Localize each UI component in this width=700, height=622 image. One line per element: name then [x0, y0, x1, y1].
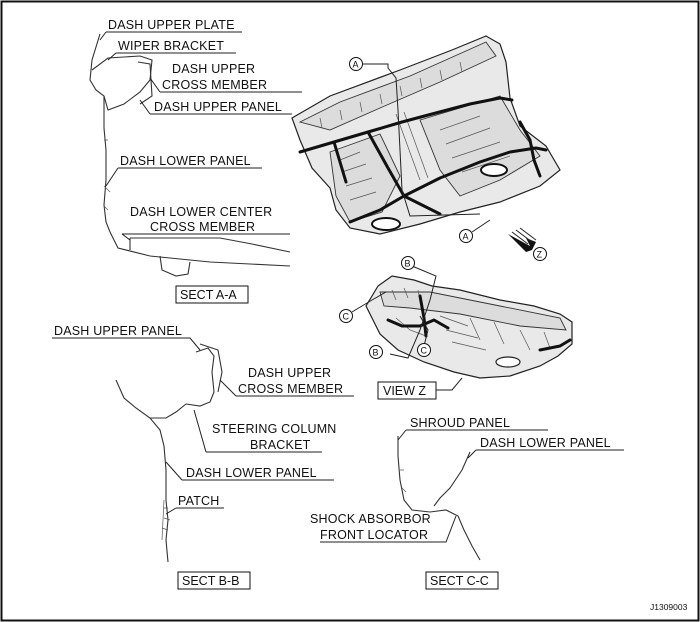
section-cc-title: SECT C-C — [430, 574, 489, 588]
section-bb-title-box — [177, 571, 251, 590]
leader-shock-absorbor — [320, 515, 457, 543]
section-cc: SHROUD PANEL DASH LOWER PANEL SHOCK ABSO… — [310, 416, 624, 590]
label-dash-upper-cross-member-2: CROSS MEMBER — [162, 78, 267, 92]
leader-dash-lower-center — [121, 233, 290, 241]
image-code: J1309003 — [650, 602, 688, 612]
arrow-z-shaft — [511, 227, 537, 245]
leader-patch — [165, 507, 224, 515]
marker-a-bottom — [459, 229, 473, 243]
marker-c-bottom-label: C — [421, 346, 428, 356]
section-aa: DASH UPPER PLATE WIPER BRACKET DASH UPPE… — [89, 18, 302, 304]
leader-steering-column — [193, 409, 322, 453]
main-dash-seam-upper — [298, 96, 514, 154]
section-bb-bracket — [150, 403, 187, 419]
section-bb-patch-marks — [161, 499, 171, 541]
main-dash-ribbing — [319, 61, 511, 201]
leader-dash-upper-plate — [99, 31, 242, 41]
section-bb-upper — [185, 347, 215, 407]
label-shock-absorbor-1: SHOCK ABSORBOR — [310, 512, 431, 526]
view-z-seam-right — [538, 338, 572, 352]
marker-b-bottom-label: B — [373, 348, 379, 358]
label-dash-lower-center-1: DASH LOWER CENTER — [130, 205, 272, 219]
section-aa-title: SECT A-A — [180, 288, 237, 302]
leader-dash-lower-panel-aa — [105, 167, 262, 187]
marker-b-bottom — [369, 345, 383, 359]
section-bb-cross-member — [199, 343, 223, 393]
view-z-title-leader — [436, 377, 463, 391]
label-wiper-bracket: WIPER BRACKET — [118, 39, 224, 53]
label-steering-column-2: BRACKET — [250, 438, 311, 452]
section-b-cut-line — [389, 265, 437, 359]
leader-wiper-bracket — [107, 52, 236, 61]
label-patch: PATCH — [178, 494, 220, 508]
marker-a-top-label: A — [353, 60, 359, 70]
marker-a-bottom-label: A — [463, 232, 469, 242]
marker-c-left — [339, 309, 353, 323]
label-dash-upper-cross-member-bb-1: DASH UPPER — [248, 366, 331, 380]
leader-dash-upper-cross-member-bb — [219, 379, 354, 397]
section-aa-detail-marks — [103, 139, 111, 211]
label-dash-upper-plate: DASH UPPER PLATE — [108, 18, 235, 32]
section-c-cut-line — [351, 291, 429, 347]
main-dash-seam-center — [366, 130, 442, 216]
section-cc-lower-panel — [433, 451, 471, 507]
label-dash-upper-panel: DASH UPPER PANEL — [154, 100, 282, 114]
marker-c-left-label: C — [343, 312, 350, 322]
section-aa-bottom-bulge — [159, 255, 191, 277]
label-dash-lower-panel-cc: DASH LOWER PANEL — [480, 436, 611, 450]
view-z-title: VIEW Z — [383, 384, 426, 398]
leader-dash-upper-panel — [139, 99, 292, 115]
leader-shroud-panel — [397, 429, 548, 441]
section-aa-profile — [89, 33, 291, 267]
section-bb: DASH UPPER PANEL DASH UPPER CROSS MEMBER… — [52, 324, 354, 590]
view-z-upper-face — [379, 291, 567, 331]
label-dash-upper-panel-bb: DASH UPPER PANEL — [54, 324, 182, 338]
section-aa-upper-plate — [91, 55, 153, 111]
view-z-hole — [495, 356, 521, 368]
section-bb-title: SECT B-B — [182, 574, 239, 588]
section-bb-profile — [115, 379, 169, 563]
section-aa-cross-member — [137, 61, 153, 105]
section-aa-lower-member — [129, 237, 291, 253]
marker-z — [533, 247, 547, 261]
marker-b-top — [401, 256, 415, 270]
main-dash-hole-left — [371, 217, 401, 231]
view-z-seam — [386, 318, 450, 330]
main-dash-top-surface — [298, 41, 497, 131]
label-dash-upper-cross-member-1: DASH UPPER — [172, 62, 255, 76]
leader-dash-upper-cross-member — [149, 77, 302, 93]
leader-dash-upper-panel-bb — [52, 337, 201, 351]
marker-z-label: Z — [537, 250, 543, 260]
main-dash-seam-left — [332, 140, 348, 184]
marker-b-top-label: B — [405, 259, 411, 269]
label-dash-lower-center-2: CROSS MEMBER — [150, 220, 255, 234]
main-dash-hole-right — [480, 163, 508, 177]
arrow-z-head — [508, 234, 536, 252]
label-steering-column-1: STEERING COLUMN — [212, 422, 337, 436]
label-dash-lower-panel-aa: DASH LOWER PANEL — [120, 154, 251, 168]
section-aa-title-box — [175, 285, 249, 304]
marker-a-bottom-leader — [471, 219, 491, 233]
main-dash-floor-right — [419, 95, 541, 197]
section-a-cut-line — [362, 63, 481, 217]
main-dash-seam-right — [518, 120, 542, 178]
section-cc-detail-marks — [400, 469, 407, 493]
label-shroud-panel: SHROUD PANEL — [410, 416, 510, 430]
view-z: B B C C VIEW Z — [339, 256, 573, 400]
leader-dash-lower-panel-bb — [165, 461, 334, 481]
label-shock-absorbor-2: FRONT LOCATOR — [320, 528, 428, 542]
main-dash-view: A A Z — [291, 35, 561, 261]
label-dash-lower-panel-bb: DASH LOWER PANEL — [186, 466, 317, 480]
marker-a-top — [349, 57, 363, 71]
marker-c-bottom — [417, 343, 431, 357]
section-cc-shroud — [397, 436, 481, 561]
leader-dash-lower-panel-cc — [467, 449, 624, 459]
section-cc-title-box — [425, 571, 499, 590]
label-dash-upper-cross-member-bb-2: CROSS MEMBER — [238, 382, 343, 396]
